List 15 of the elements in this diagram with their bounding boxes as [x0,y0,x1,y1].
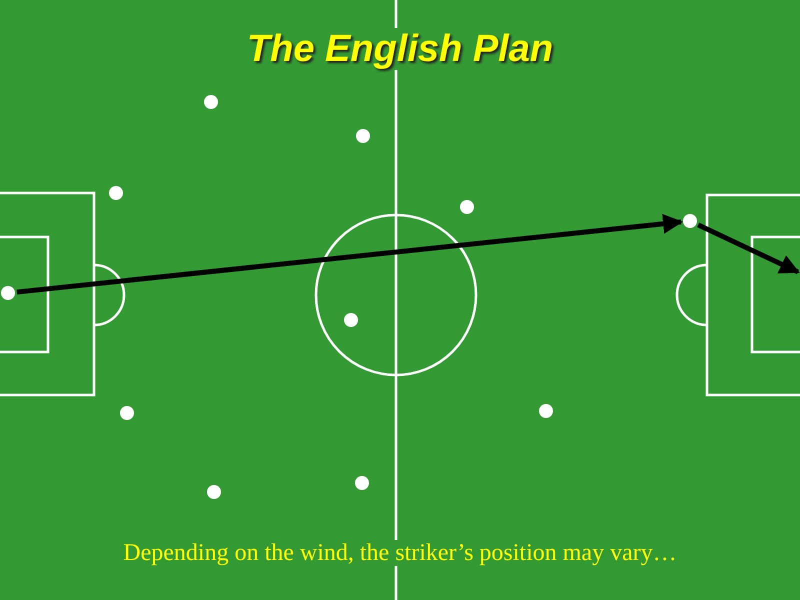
title: The English Plan [246,28,554,70]
player-dot [204,95,218,109]
player-dot [356,129,370,143]
caption: Depending on the wind, the striker’s position may vary… [123,540,677,566]
player-dot [1,286,15,300]
player-dot [683,214,697,228]
player-dot [120,406,134,420]
arrow [16,214,684,295]
player-dot [109,186,123,200]
player-dot [344,313,358,327]
player-dot [539,404,553,418]
arrow [697,222,800,274]
player-dot [355,476,369,490]
player-dot [460,200,474,214]
player-dot [207,485,221,499]
